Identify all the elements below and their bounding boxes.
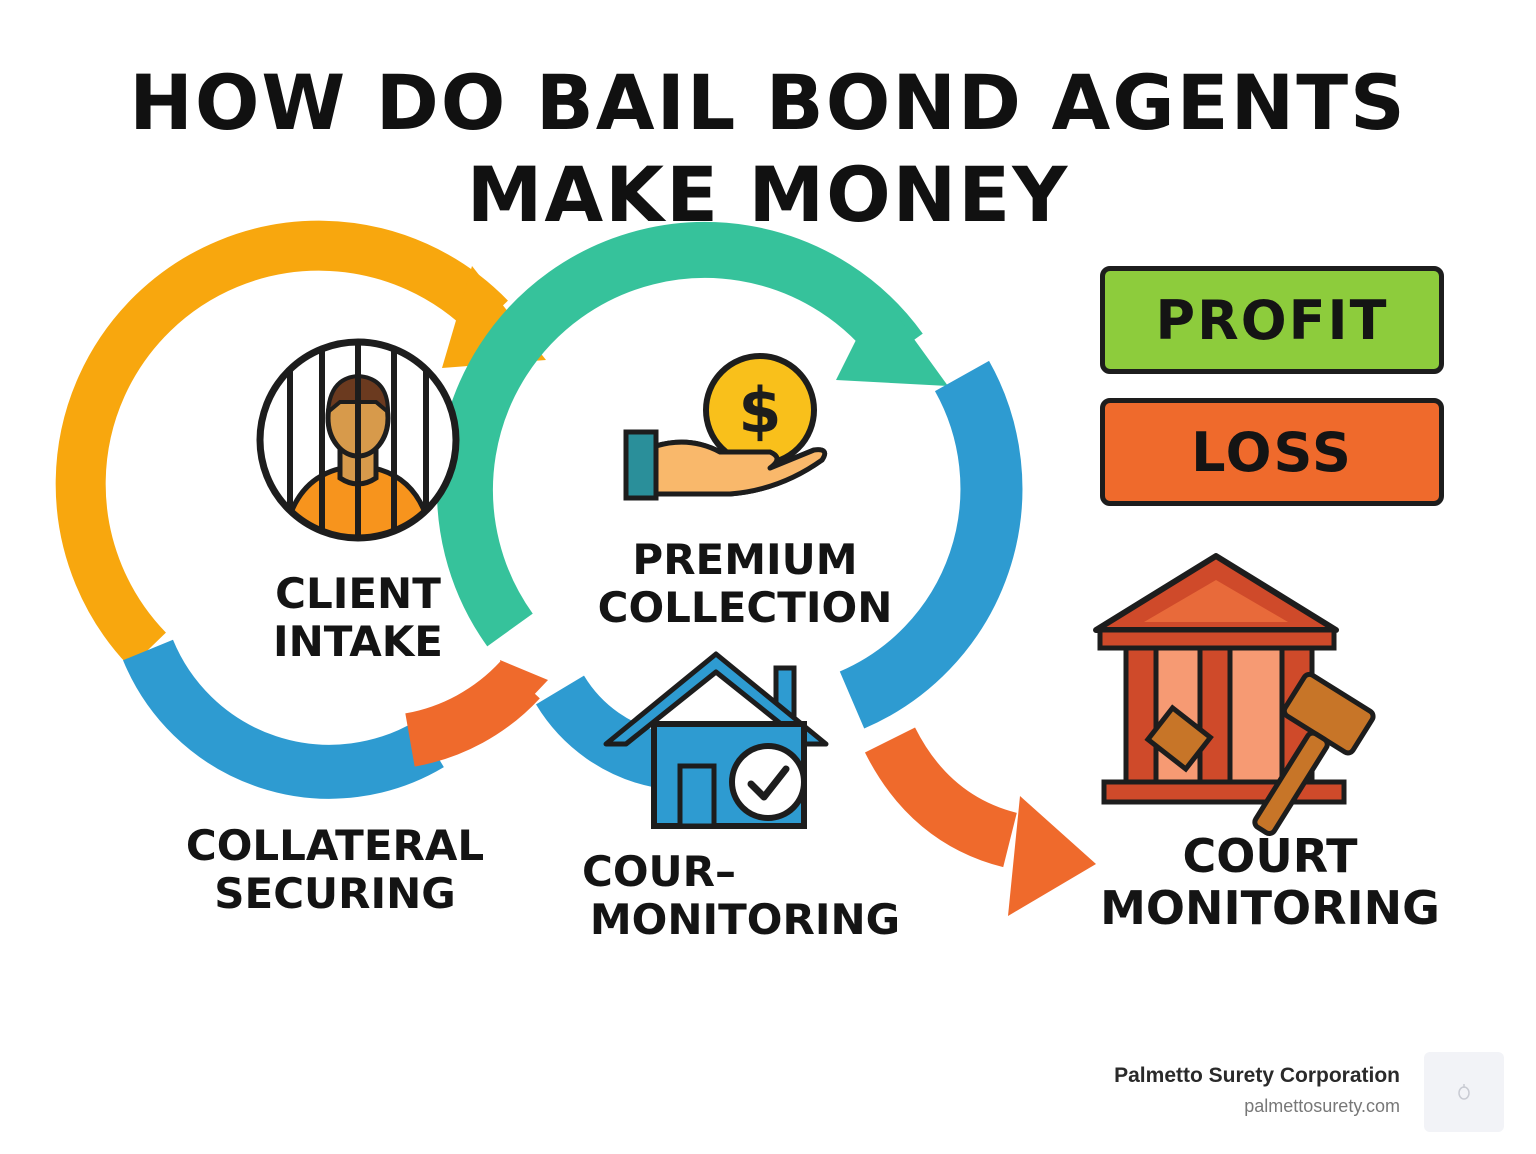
brand-url: palmettosurety.com [1244, 1096, 1400, 1116]
court-monitoring-right-label: COURT MONITORING [1085, 830, 1455, 935]
court-monitoring-mid-line-2: MONITORING [589, 894, 901, 944]
middle-cycle-arrow [436, 221, 1023, 788]
client-intake-label: CLIENT INTAKE [238, 570, 478, 666]
title-line-2: MAKE MONEY [466, 150, 1070, 239]
teal-arrowhead [836, 292, 948, 386]
svg-text:$: $ [738, 374, 781, 447]
court-monitoring-mid-line-1: COUR– [582, 847, 736, 896]
profit-box: PROFIT [1100, 266, 1444, 374]
premium-collection-label: PREMIUM COLLECTION [580, 536, 910, 632]
brand-name: Palmetto Surety Corporation [1114, 1064, 1400, 1087]
brand-logo-badge [1424, 1052, 1504, 1132]
outgoing-arrow [864, 726, 1096, 916]
court-monitoring-right-line-1: COURT [1182, 829, 1358, 883]
client-intake-line-2: INTAKE [273, 616, 443, 666]
client-intake-line-1: CLIENT [275, 569, 441, 618]
loss-box: LOSS [1100, 398, 1444, 506]
house-check-icon [603, 651, 829, 829]
red-arrowhead [1008, 796, 1096, 916]
premium-collection-line-2: COLLECTION [597, 582, 893, 632]
palmetto-logo-icon [1458, 1084, 1470, 1100]
courthouse-gavel-icon [1093, 553, 1376, 836]
jailed-person-icon [256, 338, 460, 542]
hand-coin-dollar-icon: $ [623, 353, 828, 501]
court-monitoring-mid-label: COUR– MONITORING [560, 848, 930, 944]
left-cycle-arrow [55, 220, 548, 799]
court-monitoring-right-line-2: MONITORING [1100, 881, 1440, 936]
premium-collection-line-1: PREMIUM [632, 535, 858, 584]
collateral-securing-label: COLLATERAL SECURING [160, 822, 510, 918]
brand-credit: Palmetto Surety Corporation palmettosure… [1114, 1064, 1400, 1117]
collateral-securing-line-1: COLLATERAL [185, 821, 485, 870]
collateral-securing-line-2: SECURING [214, 868, 456, 918]
title-line-1: HOW DO BAIL BOND AGENTS [129, 58, 1407, 147]
